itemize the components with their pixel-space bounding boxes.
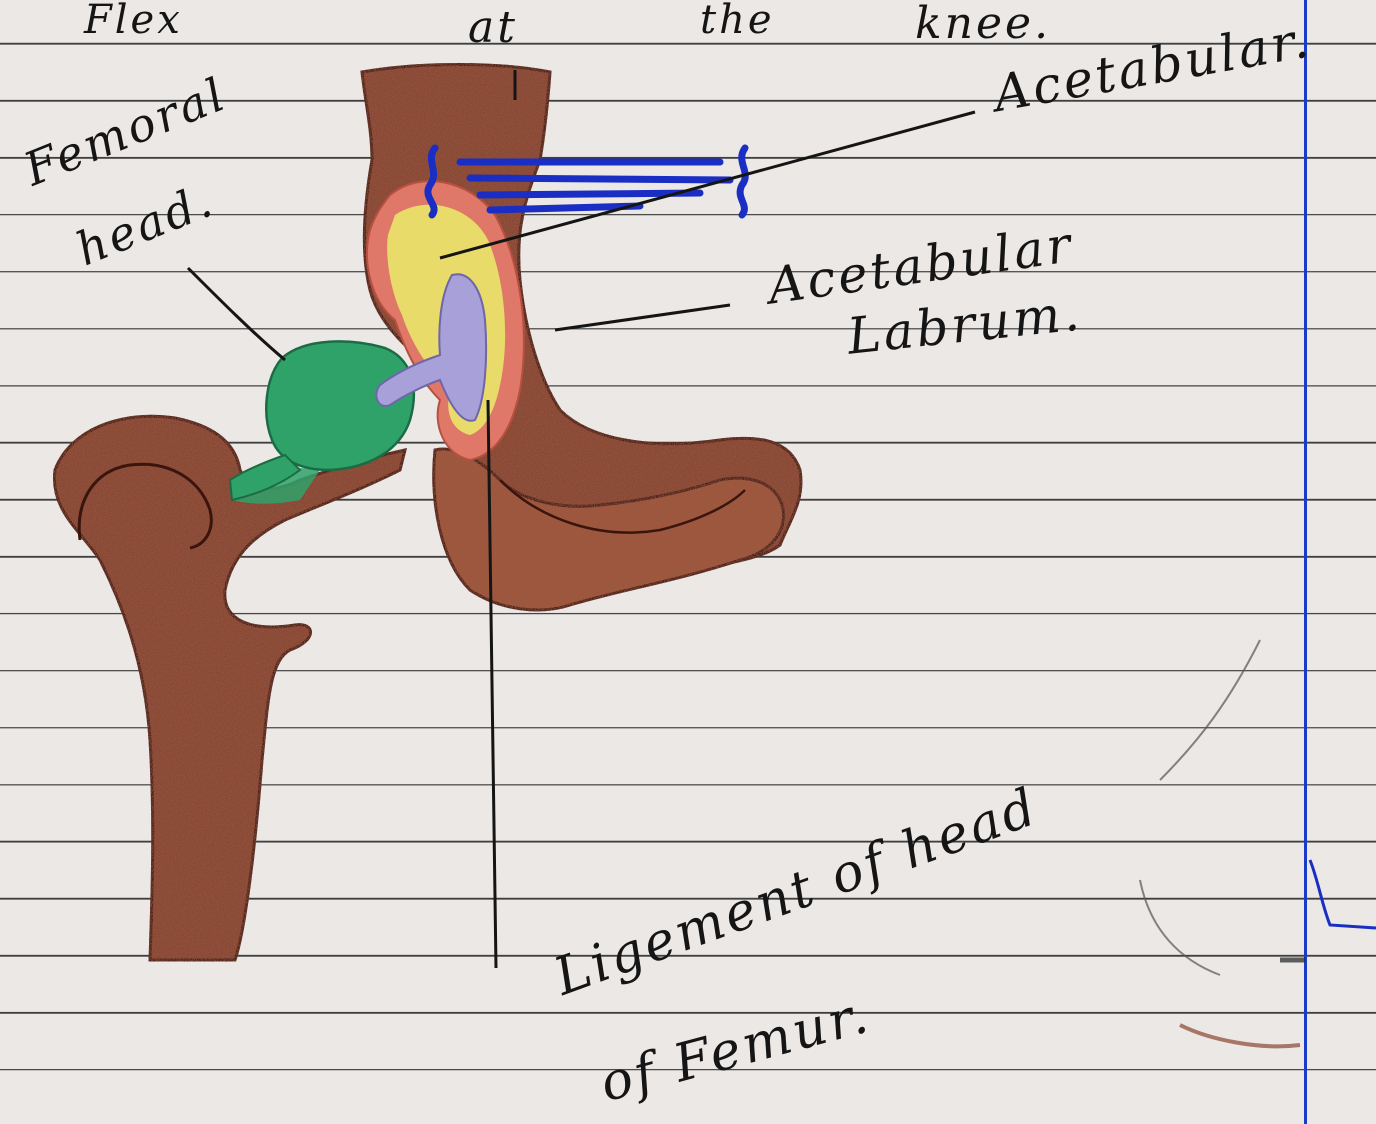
margin-bracket [1310,860,1376,928]
stray-pencil-marks [1140,640,1305,1046]
femoral-head [266,341,414,470]
leader-femoral-head [188,268,285,360]
header-word-at: at [468,6,518,50]
header-word-knee: knee. [915,2,1051,46]
leader-labrum [555,305,730,330]
femur-bone [54,416,405,960]
header-word-flex: Flex [84,0,183,40]
header-word-the: the [700,0,775,40]
